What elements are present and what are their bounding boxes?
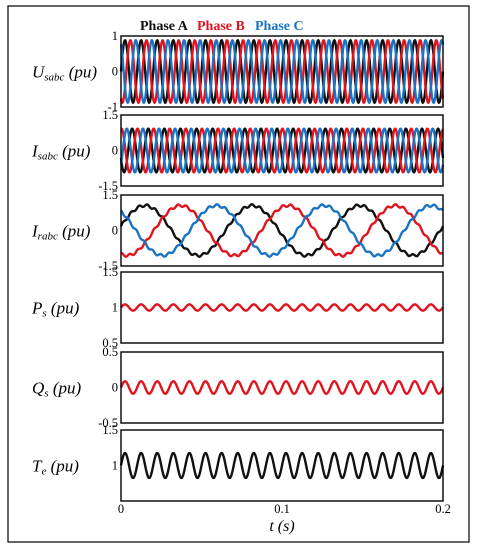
x-axis-label: t (s)	[269, 518, 294, 535]
y-tick-label-ps-2: 0.5	[102, 336, 118, 350]
figure-border	[7, 5, 470, 543]
plot-frame-isabc	[120, 114, 444, 187]
legend-phase-b: Phase B	[197, 19, 245, 34]
y-tick-label-irabc-2: -1.5	[98, 259, 118, 273]
y-tick-label-irabc-1: 0	[112, 224, 118, 238]
panel-qs: 0.5 0 -0.5 Qs (pu)	[32, 345, 445, 430]
y-axis-label-te: Te (pu)	[32, 457, 79, 478]
series-line-te-0	[119, 451, 445, 480]
series-line-qs-0	[119, 380, 445, 395]
y-axis-label-ps: Ps (pu)	[31, 299, 80, 320]
series-line-isabc-2	[119, 127, 445, 174]
plot-frame-irabc	[120, 194, 444, 267]
plot-frame-qs	[120, 351, 444, 424]
y-axis-label-usabc: Usabc (pu)	[32, 63, 97, 84]
x-axis: 0 0.1 0.2 t (s)	[118, 502, 451, 535]
y-axis-label-isabc: Isabc (pu)	[31, 142, 91, 163]
y-tick-label-ps-1: 1	[112, 301, 118, 315]
plot-frame-ps	[120, 271, 444, 344]
y-tick-label-te-0: 1.5	[102, 423, 118, 437]
y-tick-label-usabc-2: -1	[108, 100, 118, 114]
y-tick-label-irabc-0: 1.5	[102, 188, 118, 202]
panel-usabc: 1 0 -1 Usabc (pu)	[32, 29, 445, 114]
y-tick-label-qs-2: -0.5	[98, 416, 118, 430]
y-tick-label-usabc-1: 0	[112, 65, 118, 79]
y-tick-label-te-1: 1	[112, 459, 118, 473]
series-line-usabc-1	[119, 39, 445, 104]
y-tick-label-qs-0: 0.5	[102, 345, 118, 359]
series-line-irabc-0	[119, 203, 445, 258]
series-line-irabc-1	[120, 203, 444, 258]
x-tick-label-2: 0.2	[435, 502, 451, 516]
panels: 1 0 -1 Usabc (pu) 1.5 0 -1.5 Isabc (pu) 1.5 0 -1.5…	[31, 29, 445, 502]
series-line-ps-0	[120, 303, 444, 312]
x-tick-label-0: 0	[118, 502, 124, 516]
plot-frame-usabc	[120, 35, 444, 108]
y-axis-label-qs: Qs (pu)	[32, 379, 81, 400]
y-tick-label-isabc-0: 1.5	[102, 108, 118, 122]
y-axis-label-irabc: Irabc (pu)	[31, 222, 91, 243]
y-tick-label-ps-0: 1.5	[102, 265, 118, 279]
series-line-usabc-2	[119, 39, 445, 104]
y-tick-label-isabc-2: -1.5	[98, 179, 118, 193]
panel-isabc: 1.5 0 -1.5 Isabc (pu)	[31, 108, 445, 193]
plot-frame-te	[120, 429, 444, 502]
series-line-irabc-2	[120, 203, 444, 258]
legend-phase-a: Phase A	[140, 19, 189, 34]
y-tick-label-isabc-1: 0	[112, 144, 118, 158]
panel-irabc: 1.5 0 -1.5 Irabc (pu)	[31, 188, 445, 273]
y-tick-label-usabc-0: 1	[112, 29, 118, 43]
series-line-usabc-0	[119, 39, 445, 104]
legend-phase-c: Phase C	[255, 19, 304, 34]
legend: Phase A Phase B Phase C	[140, 19, 304, 34]
y-tick-label-qs-1: 0	[112, 381, 118, 395]
panel-te: 1.5 1 Te (pu)	[32, 423, 445, 502]
x-tick-label-1: 0.1	[274, 502, 290, 516]
panel-ps: 1.5 1 0.5 Ps (pu)	[31, 265, 444, 350]
